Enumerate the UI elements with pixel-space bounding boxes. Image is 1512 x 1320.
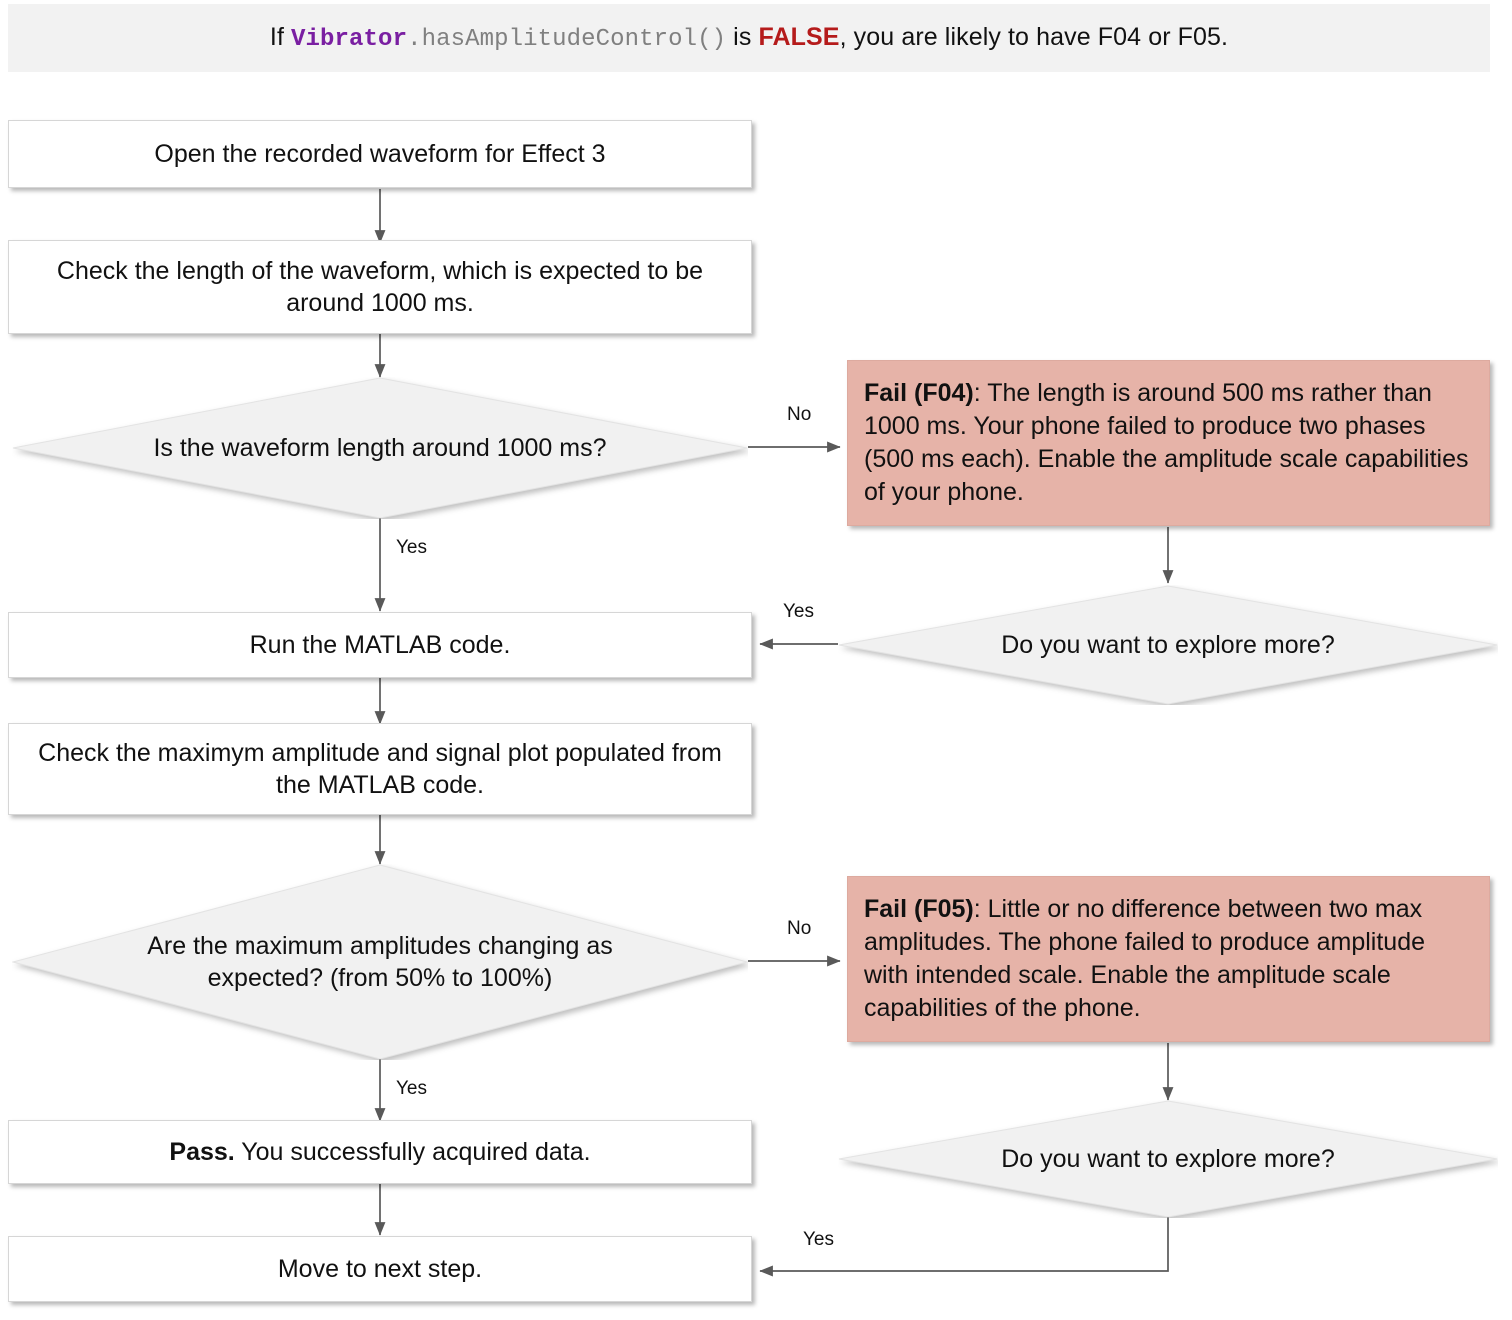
edge-label-decision1-yes: Yes <box>396 537 427 558</box>
node-open-waveform[interactable]: Open the recorded waveform for Effect 3 <box>8 120 752 188</box>
node-check-amplitude-text: Check the maximym amplitude and signal p… <box>38 739 722 799</box>
edge-label-explore2-yes: Yes <box>803 1229 834 1250</box>
node-decision-waveform-length[interactable]: Is the waveform length around 1000 ms? <box>12 377 748 519</box>
node-decision-amplitudes-text: Are the maximum amplitudes changing as e… <box>147 932 613 992</box>
decision-shape <box>838 1100 1498 1218</box>
node-decision-amplitudes[interactable]: Are the maximum amplitudes changing as e… <box>12 864 748 1060</box>
decision-shape <box>12 377 748 519</box>
node-pass[interactable]: Pass. You successfully acquired data. <box>8 1120 752 1184</box>
header-statement: If Vibrator.hasAmplitudeControl() is FAL… <box>270 22 1228 55</box>
header-false-keyword: FALSE <box>758 22 840 51</box>
node-decision-explore-more-2-text: Do you want to explore more? <box>1001 1145 1335 1173</box>
edge-label-decision1-no: No <box>787 404 812 425</box>
node-fail-f05-text: Fail (F05): Little or no difference betw… <box>848 893 1489 1026</box>
node-fail-f04-text: Fail (F04): The length is around 500 ms … <box>848 377 1489 510</box>
node-fail-f04[interactable]: Fail (F04): The length is around 500 ms … <box>847 360 1490 526</box>
header-banner: If Vibrator.hasAmplitudeControl() is FAL… <box>8 4 1490 72</box>
header-middle: is <box>726 22 759 51</box>
node-next-step[interactable]: Move to next step. <box>8 1236 752 1302</box>
node-fail-f05[interactable]: Fail (F05): Little or no difference betw… <box>847 876 1490 1042</box>
decision-shape <box>12 864 748 1060</box>
node-open-waveform-text: Open the recorded waveform for Effect 3 <box>154 140 606 168</box>
node-pass-label: Pass. <box>169 1138 235 1166</box>
node-decision-explore-more-1[interactable]: Do you want to explore more? <box>838 585 1498 705</box>
node-check-amplitude[interactable]: Check the maximym amplitude and signal p… <box>8 723 752 815</box>
node-decision-explore-more-1-text: Do you want to explore more? <box>1001 631 1335 659</box>
node-decision-explore-more-2[interactable]: Do you want to explore more? <box>838 1100 1498 1218</box>
node-fail-f05-body: : Little or no difference between two ma… <box>864 894 1426 1023</box>
node-pass-text: Pass. You successfully acquired data. <box>155 1136 604 1168</box>
header-method-name: .hasAmplitudeControl() <box>407 25 727 53</box>
node-fail-f05-label: Fail (F05) <box>864 894 974 923</box>
header-suffix: , you are likely to have F04 or F05. <box>839 22 1229 51</box>
node-run-matlab[interactable]: Run the MATLAB code. <box>8 612 752 678</box>
edge-label-explore1-yes: Yes <box>783 601 814 622</box>
node-next-step-text: Move to next step. <box>277 1255 483 1283</box>
node-pass-body: You successfully acquired data. <box>234 1138 591 1166</box>
node-check-length[interactable]: Check the length of the waveform, which … <box>8 240 752 334</box>
node-check-length-text: Check the length of the waveform, which … <box>56 257 704 317</box>
node-run-matlab-text: Run the MATLAB code. <box>249 631 511 659</box>
node-fail-f04-body: : The length is around 500 ms rather tha… <box>864 378 1469 507</box>
edge-label-decision2-yes: Yes <box>396 1078 427 1099</box>
node-fail-f04-label: Fail (F04) <box>864 378 974 407</box>
header-class-name: Vibrator <box>291 25 408 53</box>
node-decision-waveform-length-text: Is the waveform length around 1000 ms? <box>153 434 607 462</box>
header-prefix: If <box>269 22 292 51</box>
edge-label-decision2-no: No <box>787 918 812 939</box>
decision-shape <box>838 585 1498 705</box>
